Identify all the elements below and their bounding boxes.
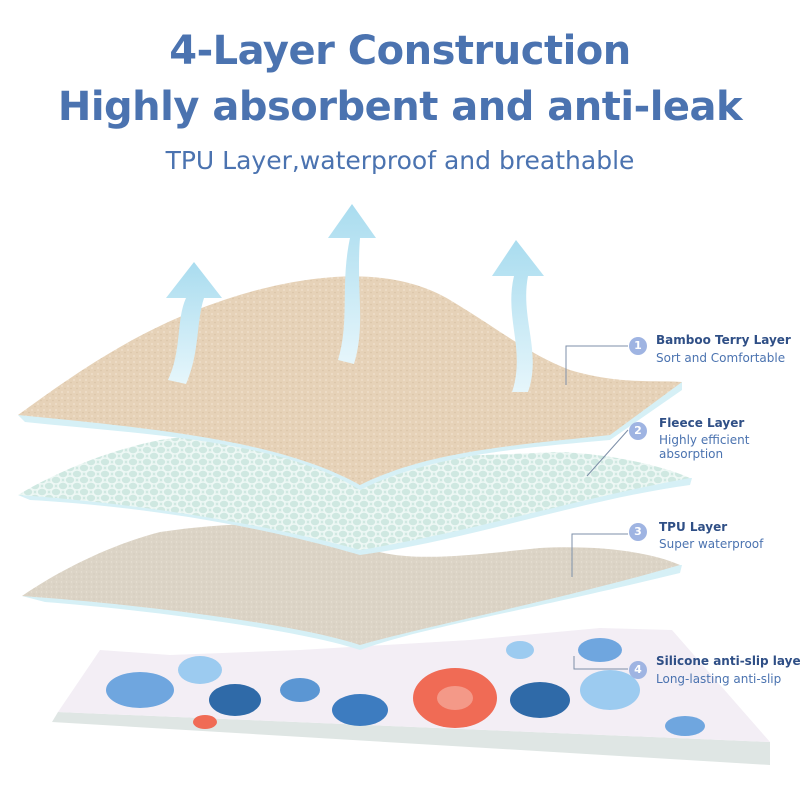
- layer-2-description-line-1: Highly efficient: [659, 433, 750, 447]
- fleece-layer: [18, 433, 692, 555]
- layer-2-description-line-2: absorption: [659, 447, 724, 461]
- layer-4-name: Silicone anti-slip layer: [656, 654, 800, 668]
- layer-3-name: TPU Layer: [659, 520, 728, 534]
- breathable-arrow-icon: [492, 240, 544, 392]
- page-subtitle: TPU Layer,waterproof and breathable: [165, 146, 635, 175]
- layer-1-description: Sort and Comfortable: [656, 351, 786, 365]
- breathable-arrow-icon: [166, 262, 222, 384]
- layer-4-description: Long-lasting anti-slip: [656, 672, 782, 686]
- page-title-line-1: 4-Layer Construction: [169, 28, 631, 74]
- callout-lines: [565, 345, 629, 670]
- layer-2-number-badge: 2: [629, 422, 647, 440]
- layer-4-number-badge: 4: [629, 661, 647, 679]
- page-title-line-2: Highly absorbent and anti-leak: [57, 84, 743, 130]
- breathable-arrow-icon: [328, 204, 376, 364]
- silicone-anti-slip-layer: [52, 628, 770, 765]
- layer-2-name: Fleece Layer: [659, 416, 745, 430]
- floral-print: [106, 638, 705, 736]
- tpu-layer: [22, 524, 682, 650]
- layer-3-number-badge: 3: [629, 523, 647, 541]
- layer-1-name: Bamboo Terry Layer: [656, 333, 791, 347]
- layer-1-number-badge: 1: [629, 337, 647, 355]
- layer-3-description: Super waterproof: [659, 537, 764, 551]
